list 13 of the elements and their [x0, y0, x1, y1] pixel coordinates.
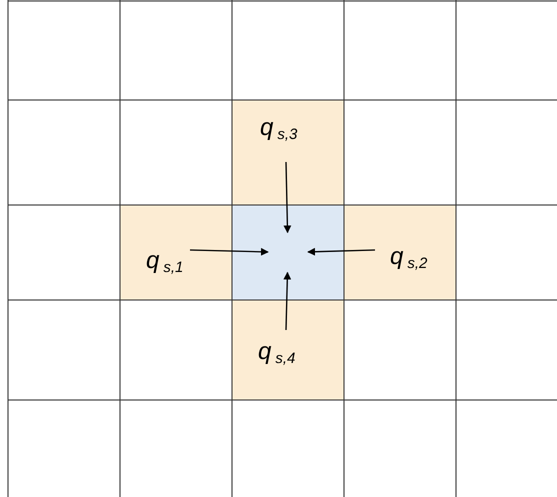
grid-cell: [344, 205, 456, 300]
arrow: [283, 272, 292, 330]
grid-cell: [232, 100, 344, 205]
grid-cell: [120, 205, 232, 300]
flux-label: q$_{s,2}$: [390, 245, 428, 271]
grid-cell: [232, 300, 344, 400]
flux-label: q$_{s,3}$: [260, 116, 298, 142]
arrow: [284, 162, 292, 234]
arrow: [307, 248, 376, 256]
center-cell: [232, 205, 344, 300]
arrow: [190, 248, 269, 256]
flux-label: q$_{s,1}$: [146, 249, 184, 275]
flux-label: q$_{s,4}$: [258, 340, 296, 366]
